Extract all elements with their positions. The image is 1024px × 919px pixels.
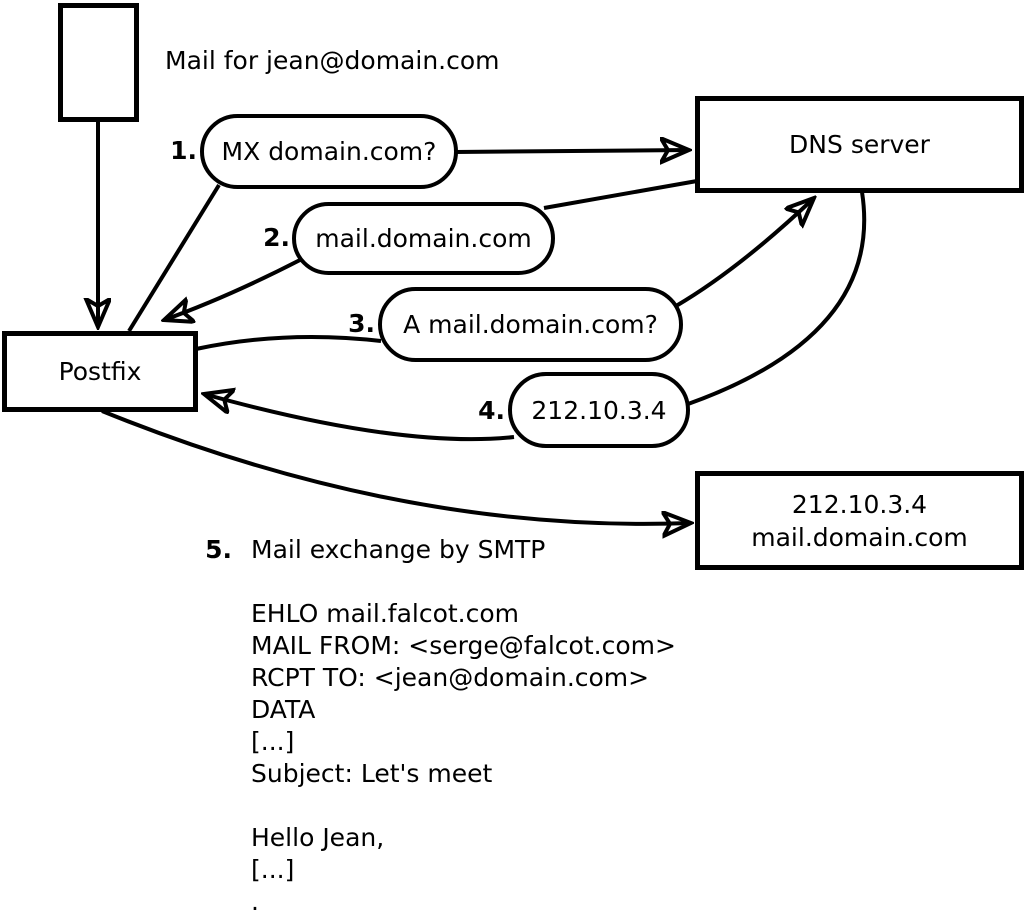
mail-server-ip: 212.10.3.4: [791, 489, 928, 519]
step-5-label: Mail exchange by SMTP: [251, 535, 546, 564]
mail-title: Mail for jean@domain.com: [165, 46, 500, 75]
line-dns-to-a-answer: [687, 191, 867, 406]
smtp-line-end-dot: .: [251, 887, 259, 916]
smtp-line-mail-from: MAIL FROM: <serge@falcot.com>: [251, 631, 676, 660]
step-4-a-answer-pill: 212.10.3.4: [508, 372, 690, 448]
step-3-number: 3.: [348, 309, 375, 338]
mail-server-hostname: mail.domain.com: [751, 522, 968, 552]
smtp-line-blank: [251, 790, 676, 822]
step-1-number: 1.: [170, 136, 197, 165]
step-4-label: 212.10.3.4: [531, 395, 667, 425]
arrow-mx-answer-to-postfix: [164, 258, 301, 320]
line-dns-to-mx-answer: [543, 179, 698, 210]
smtp-line-ehlo: EHLO mail.falcot.com: [251, 599, 520, 628]
step-3-a-query-pill: A mail.domain.com?: [378, 287, 683, 362]
smtp-line-rcpt-to: RCPT TO: <jean@domain.com>: [251, 663, 650, 692]
smtp-line-ellipsis-1: [...]: [251, 727, 295, 756]
smtp-line-data: DATA: [251, 695, 316, 724]
mail-server-node: 212.10.3.4 mail.domain.com: [695, 471, 1024, 570]
arrow-mx-query-to-dns: [454, 150, 689, 152]
step-3-label: A mail.domain.com?: [403, 310, 658, 339]
smtp-line-subject: Subject: Let's meet: [251, 759, 493, 788]
postfix-node: Postfix: [2, 331, 198, 412]
step-1-mx-query-pill: MX domain.com?: [200, 114, 458, 189]
dns-server-node: DNS server: [695, 96, 1024, 193]
step-2-number: 2.: [263, 223, 290, 252]
mail-envelope-node: [58, 3, 139, 122]
postfix-label: Postfix: [58, 357, 142, 386]
step-2-mx-answer-pill: mail.domain.com: [292, 202, 555, 275]
line-postfix-to-a-query: [195, 334, 382, 351]
smtp-line-ellipsis-2: [...]: [251, 855, 295, 884]
smtp-line-greeting: Hello Jean,: [251, 823, 385, 852]
arrow-a-answer-to-postfix: [204, 394, 515, 442]
step-1-label: MX domain.com?: [221, 137, 437, 166]
smtp-session-block: EHLO mail.falcot.com MAIL FROM: <serge@f…: [251, 598, 676, 918]
dns-server-label: DNS server: [789, 130, 930, 159]
step-5-number: 5.: [205, 535, 232, 564]
step-2-label: mail.domain.com: [315, 224, 532, 253]
step-4-number: 4.: [478, 396, 505, 425]
line-postfix-to-mx-query: [127, 183, 221, 333]
arrow-a-query-to-dns: [674, 198, 814, 308]
arrow-smtp-exchange: [101, 409, 691, 524]
